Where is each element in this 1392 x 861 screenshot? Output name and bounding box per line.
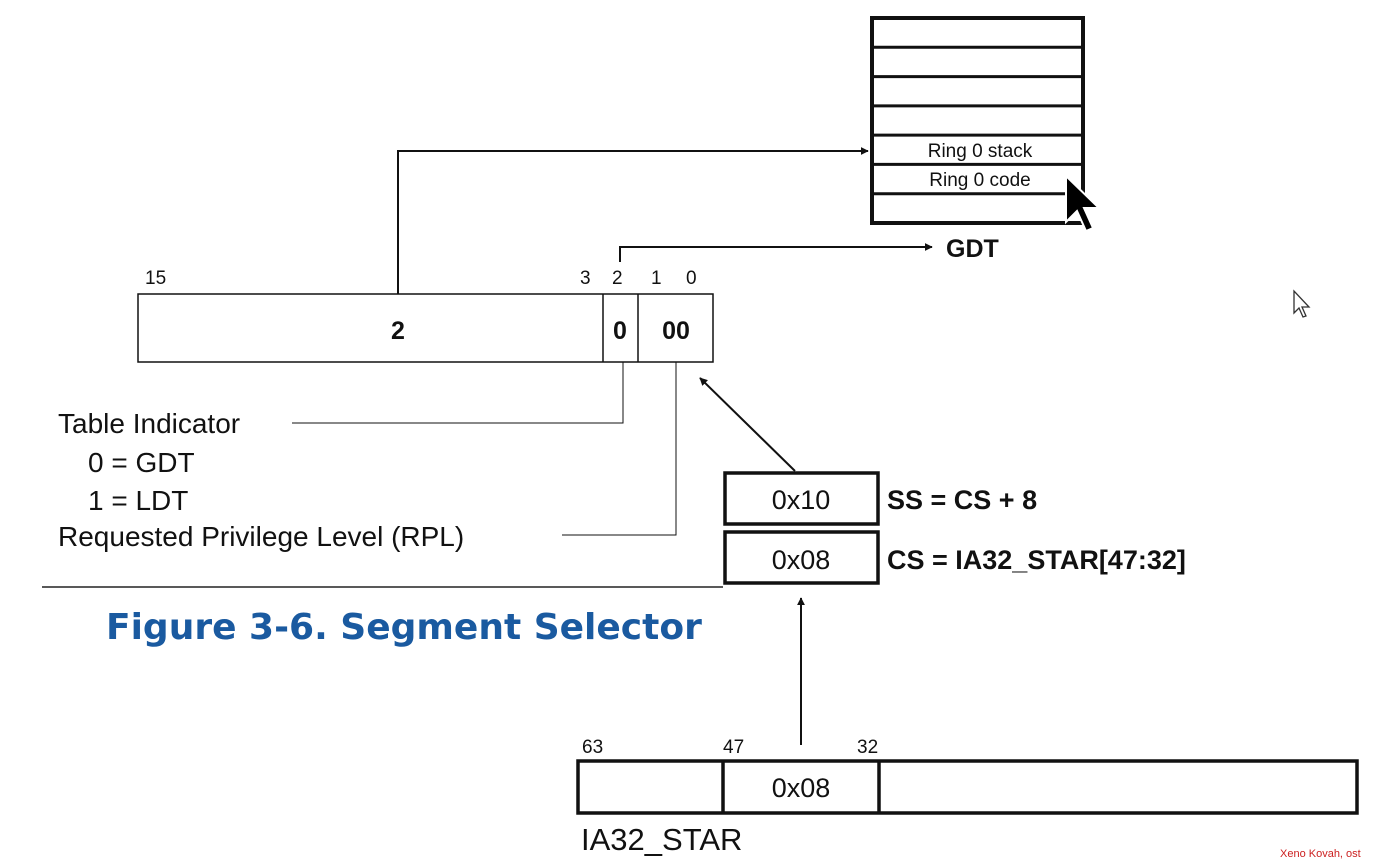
figure-caption: Figure 3-6. Segment Selector (106, 607, 702, 648)
index-to-gdt-arrow (397, 147, 869, 294)
msr-field-value: 0x08 (772, 773, 831, 803)
gdt-entry-ring0-stack: Ring 0 stack (928, 141, 1033, 162)
cs-formula: CS = IA32_STAR[47:32] (887, 545, 1186, 575)
msr-bit-47-label: 47 (723, 737, 744, 758)
author-watermark: Xeno Kovah, ost (1280, 848, 1361, 860)
table-indicator-label: Table Indicator (58, 408, 240, 439)
bit-15-label: 15 (145, 268, 166, 289)
msr-bit-63-label: 63 (582, 737, 603, 758)
mouse-cursor-icon (1065, 173, 1102, 233)
ti-gdt-label: 0 = GDT (88, 447, 195, 478)
pointer-cursor-icon (1293, 289, 1311, 318)
msr-bit-32-label: 32 (857, 737, 878, 758)
ia32-star-register: 0x08 (576, 759, 1359, 815)
ss-formula: SS = CS + 8 (887, 485, 1037, 515)
ss-value: 0x10 (772, 485, 831, 515)
cs-value: 0x08 (772, 545, 831, 575)
bit-1-label: 1 (651, 268, 662, 289)
segment-selector-box: 2 0 00 (137, 293, 714, 363)
selector-index-value: 2 (391, 317, 405, 345)
ss-register: 0x10 (723, 471, 880, 526)
bit-3-label: 3 (580, 268, 591, 289)
msr-name: IA32_STAR (581, 822, 742, 857)
ti-ldt-label: 1 = LDT (88, 485, 188, 516)
gdt-table: Ring 0 stack Ring 0 code (870, 16, 1085, 225)
ti-to-gdt-arrow (619, 243, 933, 262)
selector-ti-value: 0 (613, 317, 627, 345)
rpl-leader-line (562, 362, 677, 536)
selector-rpl-value: 00 (662, 317, 690, 345)
ss-to-selector-arrow (699, 377, 796, 472)
gdt-label: GDT (946, 235, 999, 263)
bit-0-label: 0 (686, 268, 697, 289)
rpl-label: Requested Privilege Level (RPL) (58, 521, 464, 552)
ti-leader-line (292, 362, 624, 424)
gdt-entry-ring0-code: Ring 0 code (929, 170, 1030, 191)
bit-2-label: 2 (612, 268, 623, 289)
cs-register: 0x08 (723, 530, 880, 585)
